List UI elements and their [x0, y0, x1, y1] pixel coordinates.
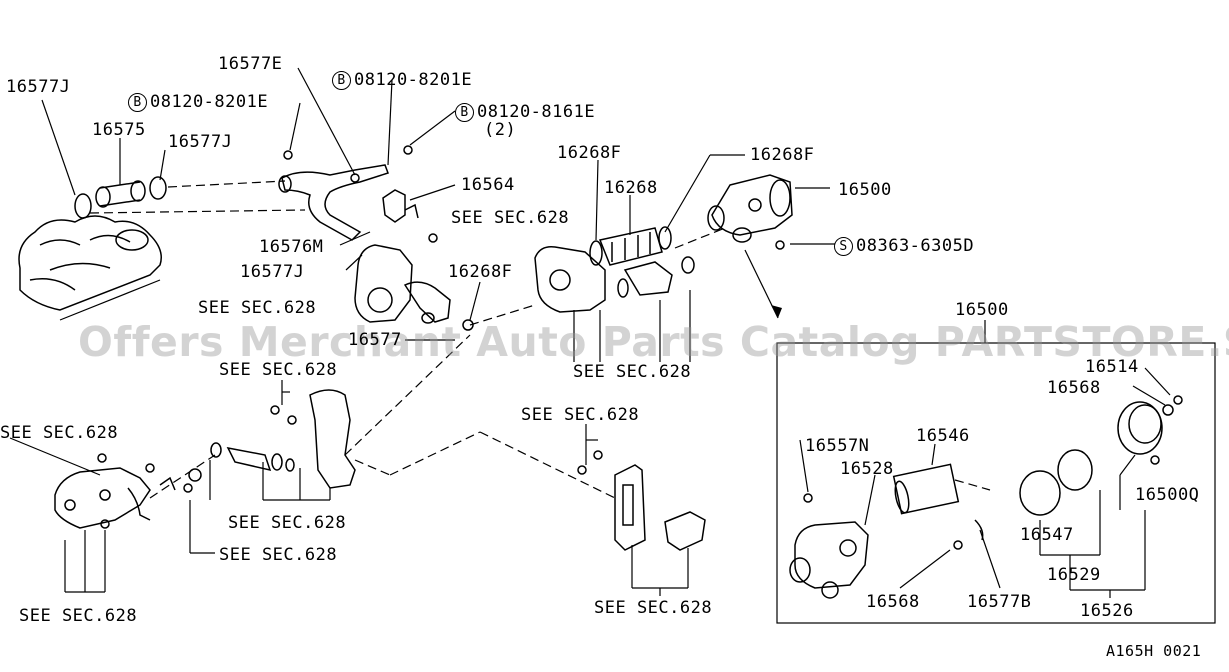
label-16500-top: 16500	[838, 180, 892, 200]
bolt-code: 08120-8201E	[150, 92, 269, 112]
detail-box	[776, 342, 1216, 624]
detail-parts-drawing	[789, 395, 1183, 599]
bolt-code: 08120-8161E	[477, 102, 596, 122]
label-16268F-1: 16268F	[557, 143, 622, 163]
lower-middle-bracket-drawing	[577, 450, 706, 551]
label-16577B: 16577B	[967, 592, 1032, 612]
label-16577: 16577	[348, 330, 402, 350]
label-16546: 16546	[916, 426, 970, 446]
bolt-symbol: B	[332, 71, 351, 90]
label-see-sec-628-j: SEE SEC.628	[19, 606, 138, 626]
label-see-sec-628-d: SEE SEC.628	[219, 360, 338, 380]
label-16526: 16526	[1080, 601, 1134, 621]
label-see-sec-628-g: SEE SEC.628	[228, 513, 347, 533]
pipe-16576M-drawing	[278, 145, 419, 241]
label-16577J-2: 16577J	[168, 132, 233, 152]
label-16577E: 16577E	[218, 54, 283, 74]
label-qty-2: (2)	[484, 120, 517, 140]
hose-16575-drawing	[74, 176, 306, 219]
diagram-ref-code: A165H 0021	[1106, 642, 1202, 660]
label-16576M: 16576M	[259, 237, 324, 257]
label-16528: 16528	[840, 459, 894, 479]
label-see-sec-628-f: SEE SEC.628	[0, 423, 119, 443]
label-16575: 16575	[92, 120, 146, 140]
label-see-sec-628-c: SEE SEC.628	[573, 362, 692, 382]
lower-left-bracket-drawing	[54, 453, 216, 529]
label-16529: 16529	[1047, 565, 1101, 585]
label-see-sec-628-e: SEE SEC.628	[521, 405, 640, 425]
screw-code: 08363-6305D	[856, 236, 975, 256]
label-see-sec-628-i: SEE SEC.628	[594, 598, 713, 618]
watermark-text: Offers Merchant Auto Parts Catalog PARTS…	[78, 318, 1229, 366]
label-see-sec-628-a: SEE SEC.628	[451, 208, 570, 228]
bolt-symbol: B	[128, 93, 147, 112]
label-16268F-3: 16268F	[448, 262, 513, 282]
label-16500Q: 16500Q	[1135, 485, 1200, 505]
label-16568-2: 16568	[866, 592, 920, 612]
airflow-meter-top-drawing	[707, 174, 793, 319]
outlet-16268-drawing	[469, 226, 726, 326]
label-see-sec-628-h: SEE SEC.628	[219, 545, 338, 565]
label-16568-1: 16568	[1047, 378, 1101, 398]
label-16577J-3: 16577J	[240, 262, 305, 282]
label-16557N: 16557N	[805, 436, 870, 456]
screw-symbol: S	[834, 237, 853, 256]
label-16514: 16514	[1085, 357, 1139, 377]
label-16500-box: 16500	[955, 300, 1009, 320]
label-16564: 16564	[461, 175, 515, 195]
label-16547: 16547	[1020, 525, 1074, 545]
engine-block-outline	[18, 215, 162, 321]
label-16268: 16268	[604, 178, 658, 198]
label-16268F-2: 16268F	[750, 145, 815, 165]
bolt-code: 08120-8201E	[354, 70, 473, 90]
bolt-symbol: B	[455, 103, 474, 122]
label-see-sec-628-b: SEE SEC.628	[198, 298, 317, 318]
leader-lines	[9, 67, 1171, 598]
housing-center-drawing	[354, 233, 474, 331]
label-16577J: 16577J	[6, 77, 71, 97]
